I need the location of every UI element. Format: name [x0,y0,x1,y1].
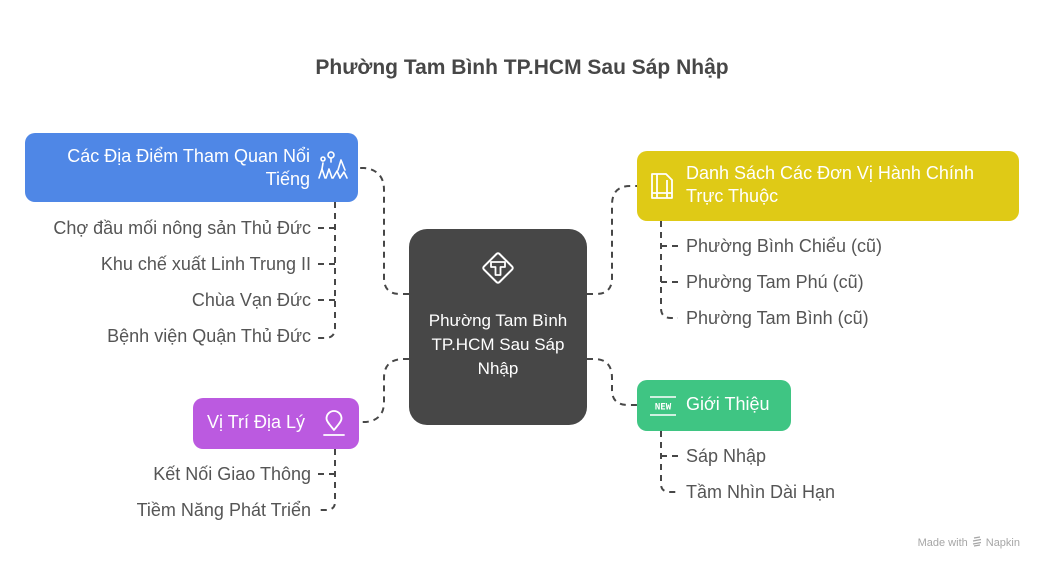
svg-text:NEW: NEW [655,403,672,413]
branch-label-introduction: Giới Thiệu [686,394,770,414]
diagram-title: Phường Tam Bình TP.HCM Sau Sáp Nhập [315,56,729,79]
branch-label-admin-units: Danh Sách Các Đơn Vị Hành Chính Trực Thu… [686,163,974,206]
branch-node-introduction[interactable]: NEW Giới Thiệu [637,380,791,431]
center-node-label: Phường Tam Bình TP.HCM Sau Sáp Nhập [428,311,568,378]
leaf-location-1: Kết Nối Giao Thông [153,464,311,484]
leaf-admin-unit-2: Phường Tam Phú (cũ) [686,272,864,292]
branch-label-location: Vị Trí Địa Lý [207,412,306,432]
leaf-attraction-2: Khu chế xuất Linh Trung II [100,254,311,274]
leaf-attraction-3: Chùa Vạn Đức [191,290,311,310]
branch-node-admin-units[interactable]: Danh Sách Các Đơn Vị Hành Chính Trực Thu… [637,151,1019,221]
made-with-text: Made with [917,537,968,549]
center-node[interactable]: Phường Tam Bình TP.HCM Sau Sáp Nhập [409,229,587,425]
new-badge-icon: NEW [649,395,677,417]
leaf-introduction-2: Tầm Nhìn Dài Hạn [686,482,836,502]
t-junction-road-sign-icon [481,251,515,291]
napkin-brand-text: Napkin [985,537,1020,549]
hiking-people-icon [316,150,350,192]
leaf-attraction-4: Bệnh viện Quận Thủ Đức [107,326,311,346]
made-with-napkin-badge[interactable]: Made with Napkin [918,536,1020,550]
map-pin-icon [322,409,346,443]
leaf-attraction-1: Chợ đầu mối nông sản Thủ Đức [53,218,311,238]
leaf-location-2: Tiềm Năng Phát Triển [136,500,311,520]
document-layout-icon [649,171,675,207]
branch-label-attractions: Các Địa Điểm Tham Quan Nổi Tiếng [67,146,310,189]
leaf-introduction-1: Sáp Nhập [686,446,767,466]
leaf-admin-unit-3: Phường Tam Bình (cũ) [686,308,869,328]
branch-node-attractions[interactable]: Các Địa Điểm Tham Quan Nổi Tiếng [25,133,358,202]
leaf-admin-unit-1: Phường Bình Chiểu (cũ) [686,236,882,256]
branch-node-location[interactable]: Vị Trí Địa Lý [193,398,359,449]
napkin-logo-icon [972,536,982,550]
